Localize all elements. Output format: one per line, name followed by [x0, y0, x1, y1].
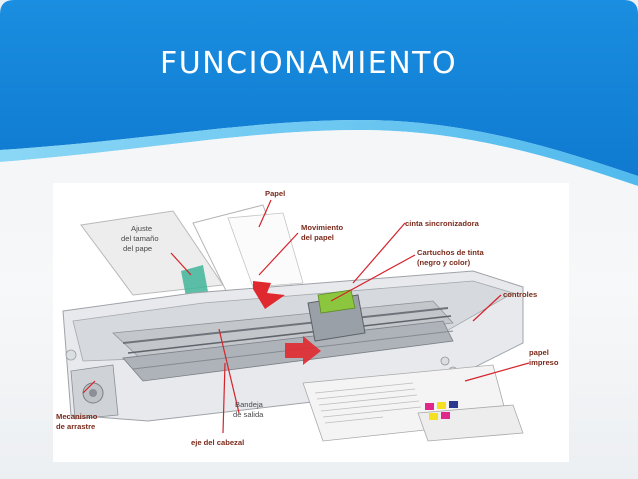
label-bandeja-line2: de salida	[233, 410, 264, 419]
header-banner	[0, 0, 638, 190]
label-movimiento-line2: del papel	[301, 233, 334, 242]
label-cartuchos-line2: (negro y color)	[417, 258, 471, 267]
slide-title: FUNCIONAMIENTO	[160, 46, 458, 81]
label-cinta-sincronizadora: cinta sincronizadora	[405, 219, 480, 228]
label-eje-del-cabezal: eje del cabezal	[191, 438, 244, 447]
label-movimiento-line1: Movimiento	[301, 223, 344, 232]
printer-diagram: Papel Movimiento del papel cinta sincron…	[53, 183, 569, 462]
label-papel-impreso-line1: papel	[529, 348, 549, 357]
label-bandeja-line1: Bandeja	[235, 400, 264, 409]
label-papel-impreso-line2: impreso	[529, 358, 559, 367]
paper-motion-arrows	[253, 281, 321, 365]
output-tray	[302, 364, 524, 442]
label-papel: Papel	[265, 189, 285, 198]
label-mecanismo-line2: de arrastre	[56, 422, 95, 431]
callout-lines	[82, 199, 530, 434]
label-ajuste-line2: del tamaño	[121, 234, 159, 243]
label-controles: controles	[503, 290, 537, 299]
label-cartuchos-line1: Cartuchos de tinta	[417, 248, 484, 257]
label-ajuste-line3: del pape	[123, 244, 152, 253]
label-mecanismo-line1: Mecanismo	[56, 412, 98, 421]
label-ajuste-line1: Ajuste	[131, 224, 152, 233]
